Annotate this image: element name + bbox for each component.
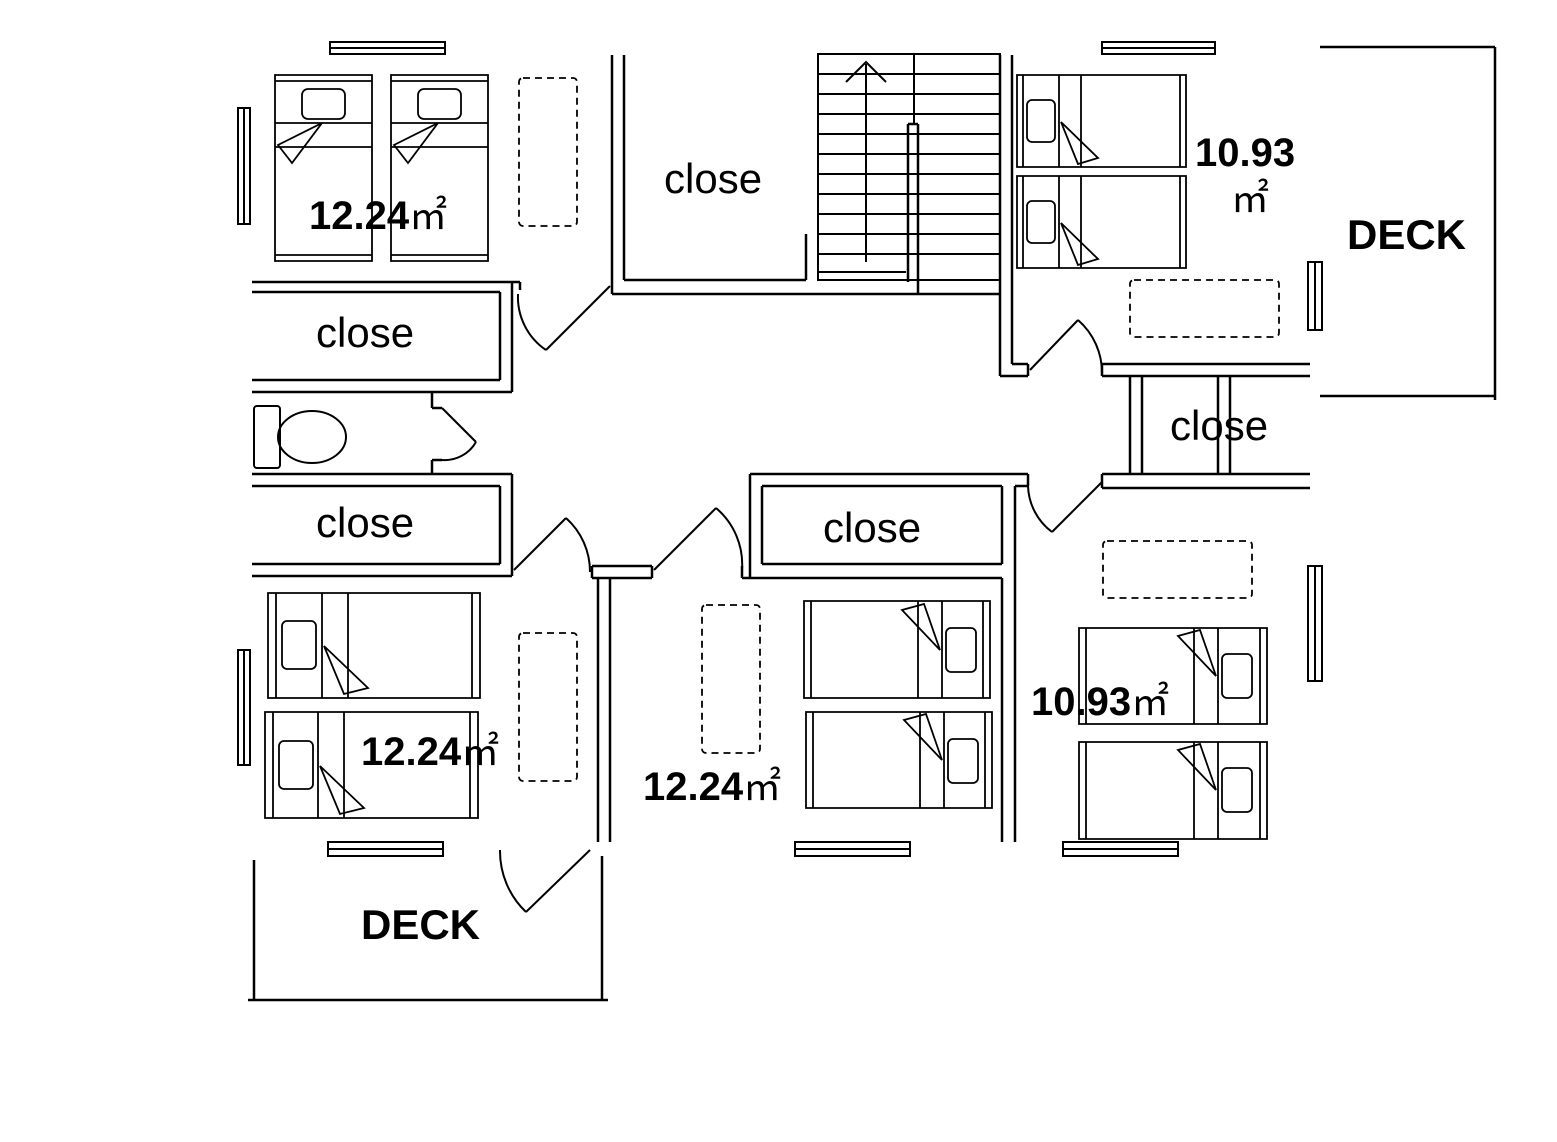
closet-label-right: close bbox=[1170, 402, 1269, 449]
bed bbox=[1017, 176, 1186, 268]
bed bbox=[804, 601, 990, 698]
room-area-top-right: 10.93 ㎡ bbox=[1195, 133, 1295, 219]
bed bbox=[1079, 742, 1267, 839]
bed bbox=[265, 712, 478, 818]
door bbox=[442, 408, 476, 460]
bed bbox=[1079, 628, 1267, 724]
area-unit: ㎡ bbox=[409, 196, 448, 238]
room-area-bottom-right: 10.93㎡ bbox=[1031, 682, 1169, 722]
door bbox=[654, 508, 742, 570]
room-area-bottom-center: 12.24㎡ bbox=[643, 767, 781, 807]
closet-label-left-upper: close bbox=[316, 309, 415, 356]
wardrobe bbox=[1130, 280, 1279, 337]
room-area-top-left: 12.24㎡ bbox=[309, 196, 447, 236]
area-unit: ㎡ bbox=[1131, 682, 1170, 724]
beds bbox=[265, 75, 1267, 839]
door bbox=[1028, 482, 1102, 532]
deck-label-right: DECK bbox=[1347, 211, 1467, 258]
wardrobe bbox=[519, 78, 577, 226]
door bbox=[1030, 320, 1102, 374]
windows bbox=[238, 42, 1322, 856]
door bbox=[514, 518, 590, 572]
bed bbox=[268, 593, 480, 698]
area-value: 12.24 bbox=[643, 765, 744, 809]
toilet bbox=[254, 406, 346, 468]
area-value: 12.24 bbox=[309, 194, 410, 238]
stair-arrow-head bbox=[846, 62, 886, 82]
bed bbox=[391, 75, 488, 261]
closet-label-left-lower: close bbox=[316, 499, 415, 546]
bed bbox=[275, 75, 372, 261]
wardrobe bbox=[519, 633, 577, 781]
deck-label-bottom: DECK bbox=[361, 901, 481, 948]
door bbox=[500, 850, 590, 912]
doors bbox=[442, 286, 1102, 912]
wardrobes bbox=[519, 78, 1279, 781]
area-value: 12.24 bbox=[361, 730, 462, 774]
area-unit: ㎡ bbox=[461, 732, 500, 774]
room-area-bottom-left: 12.24㎡ bbox=[361, 732, 499, 772]
area-unit: ㎡ bbox=[743, 767, 782, 809]
closet-label-center: close bbox=[823, 504, 922, 551]
door bbox=[518, 286, 610, 350]
stairs bbox=[818, 54, 1000, 280]
wardrobe bbox=[1103, 541, 1252, 598]
walls bbox=[248, 47, 1495, 1000]
area-unit: ㎡ bbox=[1231, 179, 1270, 221]
closet-label-top: close bbox=[664, 155, 763, 202]
bed bbox=[1017, 75, 1186, 167]
bed bbox=[806, 712, 992, 808]
area-value: 10.93 bbox=[1031, 680, 1132, 724]
area-value: 10.93 bbox=[1195, 131, 1296, 175]
wardrobe bbox=[702, 605, 760, 753]
